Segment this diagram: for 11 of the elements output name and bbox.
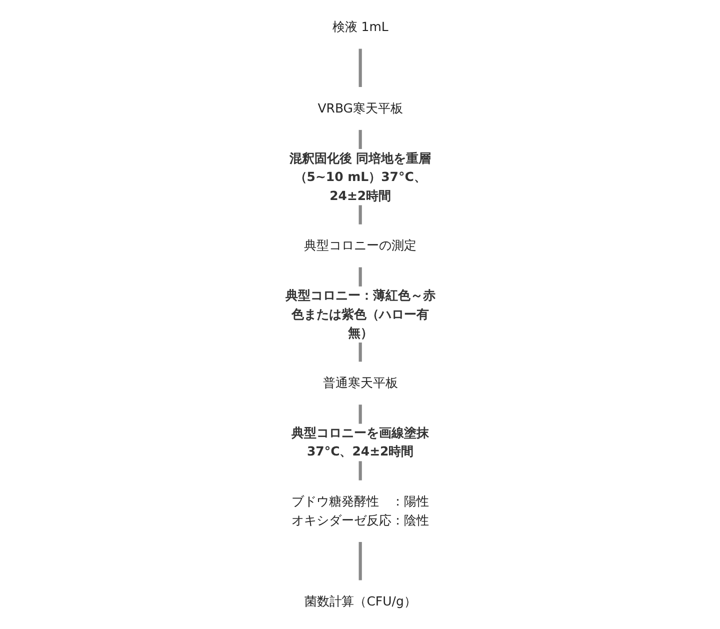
node-text: ブドウ糖発酵性 ：陽性 オキシダーゼ反応：陰性 [291,494,429,528]
connector [358,542,362,581]
node-text: VRBG寒天平板 [317,100,403,116]
node-text: 検液 1mL [332,20,388,34]
edge-label: 典型コロニー：薄紅色～赤色または紫色（ハロー有無） [285,288,435,340]
edge-label: 混釈固化後 同培地を重層（5~10 mL）37°C、24±2時間 [289,150,431,203]
node-text: 菌数計算（CFU/g） [304,594,416,609]
connector [358,48,362,88]
node-text: 普通寒天平板 [322,375,398,390]
edge-label: 典型コロニーを画線塗抹37°C、24±2時間 [291,425,429,459]
node-text: 典型コロニーの測定 [304,238,416,253]
